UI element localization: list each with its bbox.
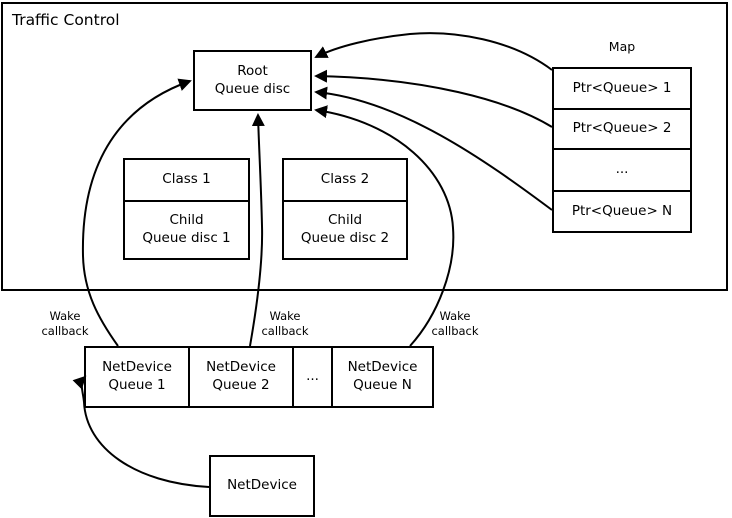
ndq-1-line1: NetDevice xyxy=(102,359,172,376)
wake-3-line2: callback xyxy=(431,324,479,339)
child-queue-disc-1-box: Child Queue disc 1 xyxy=(123,200,250,260)
ndq-1-line2: Queue 1 xyxy=(108,377,166,393)
class-1-header-box: Class 1 xyxy=(123,158,250,202)
wake-3-line1: Wake xyxy=(439,309,471,323)
map-entry-ellipsis: ... xyxy=(552,148,692,192)
netdevice-queue-1-box: NetDevice Queue 1 xyxy=(84,346,190,408)
wake-callback-label-1: Wake callback xyxy=(15,309,115,339)
child-1-line2: Queue disc 1 xyxy=(142,230,231,246)
wake-2-line2: callback xyxy=(261,324,309,339)
root-box-line1: Root xyxy=(237,62,268,79)
ndq-2-line1: NetDevice xyxy=(206,359,276,376)
netdevice-box: NetDevice xyxy=(209,455,315,517)
netdevice-queue-n-box: NetDevice Queue N xyxy=(331,346,434,408)
map-entry-2: Ptr<Queue> 2 xyxy=(552,108,692,150)
ndq-n-line1: NetDevice xyxy=(347,359,418,376)
wake-1-line1: Wake xyxy=(49,309,81,323)
wake-callback-label-2: Wake callback xyxy=(235,309,335,339)
wake-callback-label-3: Wake callback xyxy=(405,309,505,339)
wake-1-line2: callback xyxy=(41,324,89,339)
class-2-header-box: Class 2 xyxy=(282,158,408,202)
root-queue-disc-box: Root Queue disc xyxy=(193,50,312,111)
child-2-line2: Queue disc 2 xyxy=(300,230,390,246)
root-box-line2: Queue disc xyxy=(214,80,291,97)
child-queue-disc-2-box: Child Queue disc 2 xyxy=(282,200,408,260)
diagram-title: Traffic Control xyxy=(12,11,120,29)
map-entry-n: Ptr<Queue> N xyxy=(552,190,692,233)
netdevice-queue-ellipsis-box: ... xyxy=(292,346,333,408)
child-2-line1: Child xyxy=(327,212,363,229)
map-label: Map xyxy=(608,39,636,54)
ndq-2-line2: Queue 2 xyxy=(212,377,270,393)
netdevice-queue-2-box: NetDevice Queue 2 xyxy=(188,346,294,408)
map-entry-1: Ptr<Queue> 1 xyxy=(552,67,692,110)
ndq-n-line2: Queue N xyxy=(353,377,412,393)
wake-2-line1: Wake xyxy=(269,309,301,323)
child-1-line1: Child xyxy=(169,212,204,229)
